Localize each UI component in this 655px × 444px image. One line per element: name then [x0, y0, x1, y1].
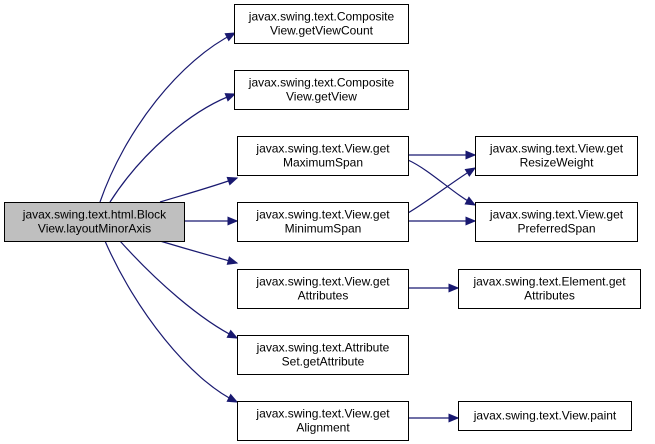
- node-label-line: javax.swing.text.View.get: [489, 142, 624, 156]
- node-label-line: View.getView: [286, 90, 357, 104]
- node-box[interactable]: [237, 202, 409, 242]
- node-label-line: MinimumSpan: [285, 222, 362, 236]
- arrowhead-icon: [226, 393, 239, 403]
- arrowhead-icon: [464, 196, 477, 206]
- node-label-line: javax.swing.text.Element.get: [472, 275, 626, 289]
- arrowhead-icon: [226, 256, 239, 265]
- node-label-line: Alignment: [296, 421, 350, 435]
- edge-line: [109, 93, 236, 203]
- edge-line: [407, 167, 476, 214]
- edge-line: [104, 240, 238, 403]
- node-box[interactable]: [458, 401, 632, 431]
- node-box[interactable]: [475, 202, 638, 242]
- node-label-line: Set.getAttribute: [282, 355, 365, 369]
- node-label-line: javax.swing.text.View.get: [489, 208, 624, 222]
- node-label-line: javax.swing.text.html.Block: [22, 208, 167, 222]
- edge-root-to-cv_view: [109, 93, 237, 203]
- node-box[interactable]: [237, 335, 409, 375]
- node-root[interactable]: javax.swing.text.html.BlockView.layoutMi…: [4, 202, 185, 242]
- node-box[interactable]: [237, 401, 409, 441]
- arrowhead-icon: [226, 329, 239, 339]
- arrowhead-icon: [465, 150, 477, 160]
- node-label-line: View.layoutMinorAxis: [38, 222, 151, 236]
- node-label-line: ResizeWeight: [520, 156, 594, 170]
- node-label-line: javax.swing.text.View.get: [255, 208, 390, 222]
- edge-v_align-to-v_paint: [408, 413, 460, 423]
- edge-line: [159, 177, 238, 203]
- node-v-paint[interactable]: javax.swing.text.View.paint: [458, 401, 632, 431]
- edge-root-to-cv_count: [99, 32, 237, 203]
- node-box[interactable]: [475, 136, 638, 176]
- node-label-line: View.getViewCount: [270, 24, 374, 38]
- arrowhead-icon: [464, 167, 477, 177]
- edge-root-to-v_min: [184, 216, 239, 226]
- node-box[interactable]: [237, 136, 409, 176]
- node-cv-count[interactable]: javax.swing.text.CompositeView.getViewCo…: [234, 4, 409, 44]
- edges-layer: [99, 32, 477, 423]
- edge-v_min-to-v_resize: [407, 167, 477, 214]
- node-label-line: javax.swing.text.View.paint: [473, 409, 617, 423]
- arrowhead-icon: [226, 176, 239, 186]
- edge-v_max-to-v_pref: [407, 159, 477, 206]
- node-label-line: PreferredSpan: [517, 222, 595, 236]
- edge-root-to-v_max: [159, 176, 239, 203]
- edge-line: [119, 240, 238, 339]
- arrowhead-icon: [224, 32, 237, 42]
- node-label-line: javax.swing.text.Attribute: [256, 341, 390, 355]
- node-box[interactable]: [237, 269, 409, 309]
- node-box[interactable]: [4, 202, 185, 242]
- edge-root-to-v_align: [104, 240, 239, 403]
- arrowhead-icon: [465, 216, 477, 226]
- node-box[interactable]: [458, 269, 641, 309]
- arrowhead-icon: [448, 283, 460, 293]
- node-box[interactable]: [234, 70, 409, 110]
- edge-root-to-v_attr: [159, 240, 239, 265]
- node-label-line: Attributes: [524, 289, 575, 303]
- node-label-line: javax.swing.text.View.get: [255, 275, 390, 289]
- edge-root-to-as_get: [119, 240, 239, 339]
- node-label-line: javax.swing.text.View.get: [255, 142, 390, 156]
- arrowhead-icon: [227, 216, 239, 226]
- edge-line: [159, 240, 238, 264]
- node-label-line: javax.swing.text.View.get: [255, 407, 390, 421]
- nodes-layer: javax.swing.text.html.BlockView.layoutMi…: [4, 4, 641, 441]
- edge-v_min-to-v_pref: [408, 216, 477, 226]
- node-label-line: javax.swing.text.Composite: [248, 10, 395, 24]
- node-label-line: javax.swing.text.Composite: [248, 76, 395, 90]
- edge-line: [407, 159, 476, 206]
- node-box[interactable]: [234, 4, 409, 44]
- node-as-get[interactable]: javax.swing.text.AttributeSet.getAttribu…: [237, 335, 409, 375]
- edge-v_attr-to-el_attr: [408, 283, 460, 293]
- node-label-line: Attributes: [298, 289, 349, 303]
- arrowhead-icon: [448, 413, 460, 423]
- edge-v_max-to-v_resize: [408, 150, 477, 160]
- node-label-line: MaximumSpan: [283, 156, 363, 170]
- arrowhead-icon: [224, 93, 237, 102]
- edge-line: [99, 32, 236, 203]
